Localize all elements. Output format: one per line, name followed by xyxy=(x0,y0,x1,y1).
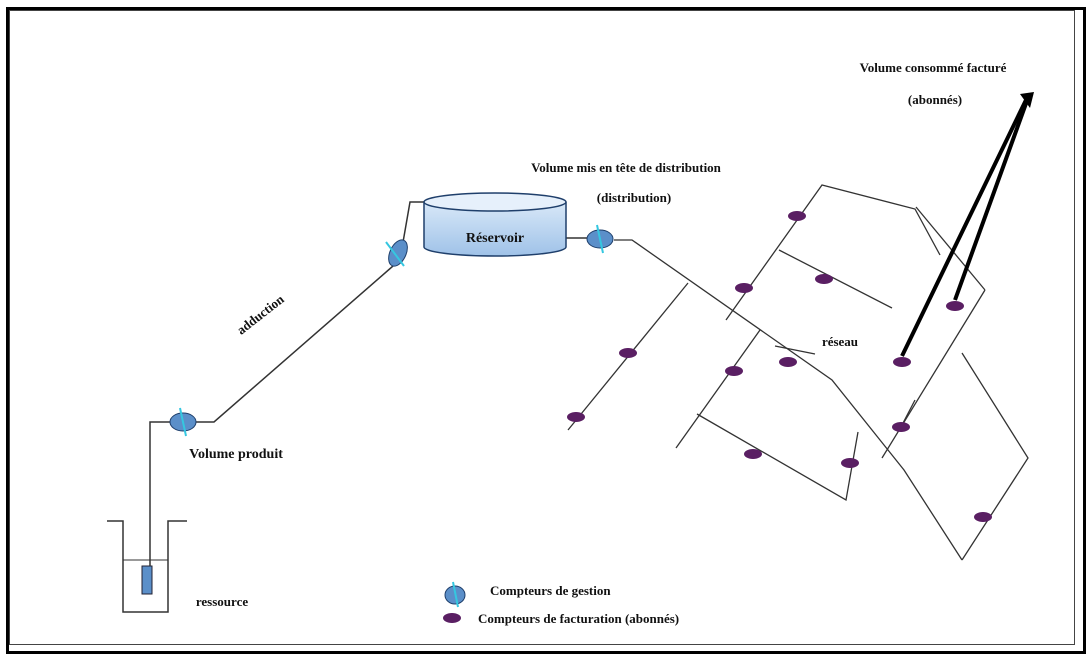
management-meter-adduction xyxy=(385,239,408,267)
reseau-label: réseau xyxy=(822,334,858,349)
billing-meter xyxy=(779,357,797,367)
legend-gestion-icon xyxy=(444,581,466,608)
legend-facturation-label: Compteurs de facturation (abonnés) xyxy=(478,611,679,626)
billing-meter xyxy=(725,366,743,376)
billing-meter xyxy=(946,301,964,311)
volume-produit-label: Volume produit xyxy=(189,447,283,462)
billing-meter xyxy=(892,422,910,432)
volume-tete-label: Volume mis en tête de distribution xyxy=(531,160,722,175)
legend-facturation-icon xyxy=(443,613,461,623)
management-meter-production xyxy=(169,407,197,437)
legend: Compteurs de gestion Compteurs de factur… xyxy=(443,581,679,626)
resource-tank xyxy=(107,520,187,613)
reservoir: Réservoir xyxy=(423,192,567,257)
billing-meter xyxy=(893,357,911,367)
billing-meter xyxy=(619,348,637,358)
billing-meter xyxy=(735,283,753,293)
billing-meters xyxy=(567,211,992,522)
reservoir-label: Réservoir xyxy=(466,231,524,246)
billing-meter xyxy=(974,512,992,522)
abonnes-label: (abonnés) xyxy=(908,92,962,107)
adduction-label: adduction xyxy=(234,291,288,338)
ressource-label: ressource xyxy=(196,594,248,609)
management-meter-distribution xyxy=(586,224,614,254)
pump-icon xyxy=(141,565,153,595)
management-meters xyxy=(169,224,614,437)
volume-consomme-label: Volume consommé facturé xyxy=(860,60,1007,75)
billing-meter xyxy=(815,274,833,284)
billing-arrows xyxy=(900,92,1034,357)
diagram-inner-border xyxy=(9,10,1075,645)
adduction-pipe xyxy=(149,201,588,566)
billing-meter xyxy=(744,449,762,459)
billing-meter xyxy=(841,458,859,468)
distribution-label: (distribution) xyxy=(597,190,671,205)
diagram-frame xyxy=(6,7,1086,654)
billing-meter xyxy=(567,412,585,422)
billing-meter xyxy=(788,211,806,221)
legend-gestion-label: Compteurs de gestion xyxy=(490,583,611,598)
